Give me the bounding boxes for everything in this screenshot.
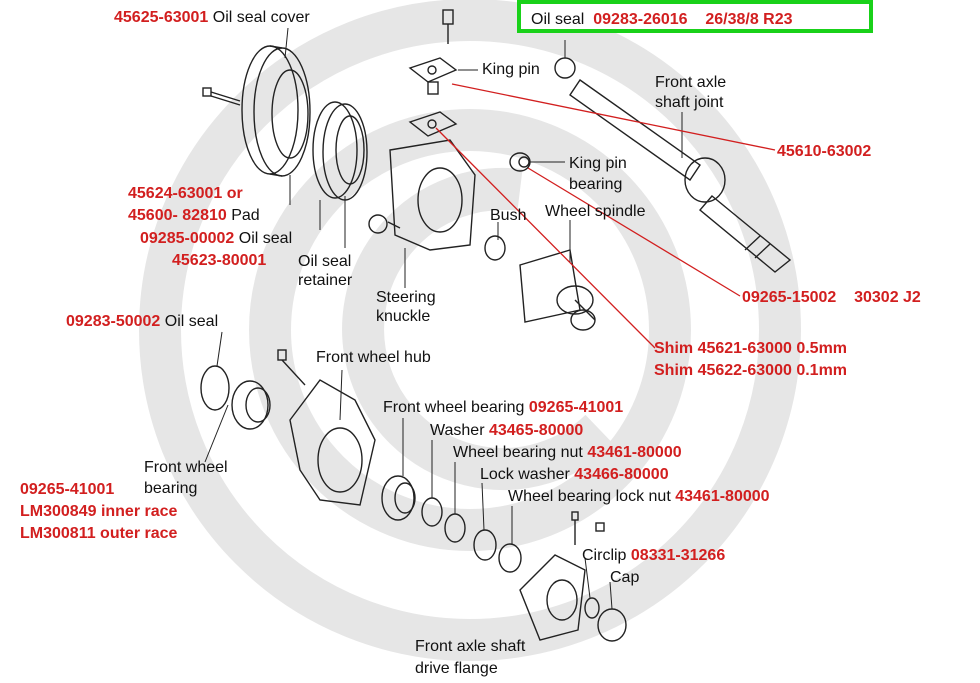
bolt-part (202, 87, 241, 106)
watermark (139, 0, 801, 661)
kp-bearing-line2: bearing (569, 176, 623, 193)
fw-bearing-pn1: 09265-41001 (20, 481, 115, 498)
washer-label: Washer 43465-80000 (430, 420, 583, 442)
fw-bearing-left-line1: Front wheel (144, 459, 228, 476)
steering-knuckle-line1: Steering (376, 289, 436, 306)
kp-bearing-extra: 30302 J2 (854, 289, 921, 306)
wheel-spindle-part (484, 235, 596, 331)
fw-bearing-text: Front wheel bearing (383, 399, 525, 416)
axle-joint-line2: shaft joint (655, 94, 724, 111)
oil-seal-retainer-pn-label: 45623-80001 (172, 250, 266, 272)
front-axle-shaft-part (569, 79, 792, 273)
shim-line1: Shim 45621-63000 0.5mm (654, 340, 848, 357)
steering-knuckle-line2: knuckle (376, 308, 431, 325)
wb-lock-nut-text: Wheel bearing lock nut (508, 488, 671, 505)
pad-label: 45624-63001 or 45600- 82810 Pad (128, 183, 260, 227)
oil-seal-top-text: Oil seal (531, 11, 585, 28)
oil-seal-retainer-line2: retainer (298, 272, 353, 289)
wheel-bearing-nut-label: Wheel bearing nut 43461-80000 (453, 442, 682, 464)
oil-seal-retainer-pn: 45623-80001 (172, 252, 267, 269)
washer-text: Washer (430, 422, 485, 439)
kp-bearing-line1: King pin (569, 155, 627, 172)
steering-knuckle-label: Steering knuckle (376, 288, 436, 326)
oil-seal-retainer-line1: Oil seal (298, 253, 352, 270)
steering-knuckle-part (368, 139, 476, 251)
red-leader-lines (435, 83, 776, 349)
wb-lock-nut-pn: 43461-80000 (675, 488, 770, 505)
circlip-text: Circlip (582, 547, 627, 564)
oil-seal-2-label: 09285-00002 Oil seal (140, 228, 292, 250)
pad-pn1: 45624-63001 or (128, 185, 243, 202)
shim-label: Shim 45621-63000 0.5mm Shim 45622-63000 … (654, 338, 847, 382)
pad-text: Pad (231, 207, 260, 224)
oil-seal-top-part (554, 57, 576, 79)
circlip-label: Circlip 08331-31266 (582, 545, 725, 567)
drive-flange-line2: drive flange (415, 660, 498, 677)
king-pin-part (408, 9, 458, 137)
pad-pn2: 45600- 82810 (128, 207, 227, 224)
oil-seal-cover-text: Oil seal cover (212, 9, 310, 26)
shim-line2: Shim 45622-63000 0.1mm (654, 362, 848, 379)
wheel-bearing-lock-nut-label: Wheel bearing lock nut 43461-80000 (508, 486, 770, 508)
axle-joint-pn-label: 45610-63002 (777, 141, 871, 163)
fw-bearing-pn3: LM300811 outer race (20, 525, 178, 542)
drive-flange-label: Front axle shaft drive flange (415, 636, 525, 680)
front-wheel-bearing-pns: 09265-41001 LM300849 inner race LM300811… (20, 479, 177, 545)
oil-seal-3-pn: 09283-50002 (66, 313, 161, 330)
oil-seal-3-label: 09283-50002 Oil seal (66, 311, 218, 333)
highlighted-oil-seal-label: Oil seal 09283-26016 26/38/8 R23 (517, 0, 873, 33)
king-pin-bearing-pn-label: 09265-15002 30302 J2 (742, 287, 921, 309)
oil-seal-2-pn: 09285-00002 (140, 230, 235, 247)
fw-bearing-pn: 09265-41001 (528, 399, 624, 416)
washer-pn: 43465-80000 (488, 422, 584, 439)
front-wheel-hub-label: Front wheel hub (316, 349, 431, 366)
oil-seal-cover-part (241, 45, 311, 177)
oil-seal-3-text: Oil seal (164, 313, 219, 330)
kp-bearing-pn: 09265-15002 (742, 289, 837, 306)
lock-washer-pn: 43466-80000 (574, 466, 669, 483)
king-pin-label: King pin (482, 61, 540, 78)
oil-seal-retainer-label: Oil seal retainer (298, 252, 352, 290)
drive-flange-part (519, 511, 627, 642)
front-wheel-bearing-left-label: Front wheel bearing (144, 457, 228, 499)
bush-label: Bush (490, 207, 527, 224)
circlip-pn: 08331-31266 (630, 547, 726, 564)
oil-seal-2-text: Oil seal (238, 230, 293, 247)
leader-lines (204, 27, 683, 610)
wb-nut-text: Wheel bearing nut (453, 444, 583, 461)
oil-seal-top-pn: 09283-26016 (593, 11, 688, 28)
oil-seal-top-extra: 26/38/8 R23 (705, 11, 793, 28)
oil-seal-cover-pn: 45625-63001 (114, 9, 209, 26)
front-wheel-hub-part (200, 349, 376, 506)
wb-nut-pn: 43461-80000 (587, 444, 682, 461)
oil-seal-cover-label: 45625-63001 Oil seal cover (114, 8, 310, 27)
wheel-spindle-label: Wheel spindle (545, 203, 646, 220)
fw-bearing-left-line2: bearing (144, 480, 198, 497)
axle-joint-label: Front axle shaft joint (655, 73, 726, 113)
cap-label: Cap (610, 569, 640, 586)
king-pin-bearing-label: King pin bearing (569, 153, 627, 195)
front-wheel-bearing-label: Front wheel bearing 09265-41001 (383, 397, 623, 419)
fw-bearing-pn2: LM300849 inner race (20, 503, 178, 520)
axle-joint-pn: 45610-63002 (777, 143, 872, 160)
lock-washer-label: Lock washer 43466-80000 (480, 464, 669, 486)
axle-joint-line1: Front axle (655, 74, 727, 91)
drive-flange-line1: Front axle shaft (415, 638, 526, 655)
lock-washer-text: Lock washer (480, 466, 570, 483)
